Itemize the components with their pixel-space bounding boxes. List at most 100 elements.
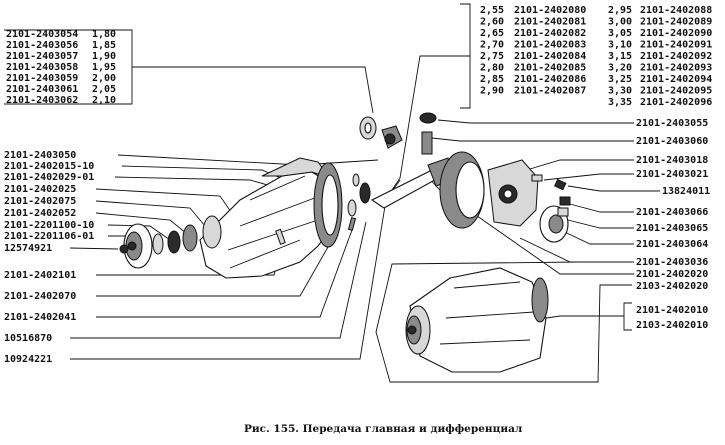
leader-13824011 xyxy=(567,185,660,192)
shim-right-size: 2,65 xyxy=(480,28,504,39)
part-label-left: 2101-2402025 xyxy=(4,184,76,195)
shim-left-size: 1,80 xyxy=(92,29,116,40)
leader-2101-2402020 xyxy=(424,173,634,275)
leader-right-shims xyxy=(387,55,470,197)
shim-left-size: 2,10 xyxy=(92,95,116,106)
leader-2101-2403060 xyxy=(431,137,634,142)
shim-left-size: 2,00 xyxy=(92,73,116,84)
washer-part xyxy=(347,199,357,217)
shim-right-size: 3,00 xyxy=(608,17,632,28)
shim-right-part-number: 2101-2402094 xyxy=(640,74,712,85)
lock-plate-part xyxy=(554,178,567,191)
shim-right-part-number: 2101-2402080 xyxy=(514,5,586,16)
leader-2101-2403055 xyxy=(437,119,634,124)
part-label-right: 2101-2403064 xyxy=(636,239,708,250)
shim-right-size: 3,35 xyxy=(608,97,632,108)
shim-right-part-number: 2101-2402083 xyxy=(514,40,586,51)
part-label-left: 2101-2403050 xyxy=(4,150,76,161)
shim-left-size: 1,85 xyxy=(92,40,116,51)
shim-right-size: 2,95 xyxy=(608,5,632,16)
leader-2101-2201100-10 xyxy=(107,224,171,241)
right-label-column: 2101-2403055 2101-2403060 2101-2403018 2101… xyxy=(636,118,710,331)
shim-left-part-number: 2101-2403058 xyxy=(6,62,78,73)
shim-right-size: 3,05 xyxy=(608,28,632,39)
shim-right-size: 2,75 xyxy=(480,51,504,62)
shim-right-part-number: 2101-2402089 xyxy=(640,17,712,28)
part-label-right: 2101-2403036 xyxy=(636,257,708,268)
part-label-right: 2101-2403065 xyxy=(636,223,708,234)
figure-caption: Рис. 155. Передача главная и дифференциа… xyxy=(244,423,523,435)
outline-lower-assembly xyxy=(375,261,632,383)
spacer-sleeve-part xyxy=(182,224,198,252)
bolt-part xyxy=(275,228,286,245)
parts xyxy=(119,112,571,373)
shim-left-part-number: 2101-2403062 xyxy=(6,95,78,106)
shim-right-part-number: 2101-2402085 xyxy=(514,63,586,74)
shim-right-size: 3,25 xyxy=(608,74,632,85)
shim-left-size: 2,05 xyxy=(92,84,116,95)
part-label-left: 2101-2402070 xyxy=(4,291,76,302)
leader-2101-2403066 xyxy=(569,203,634,213)
shim-right-size: 3,10 xyxy=(608,40,632,51)
shim-right-part-number: 2101-2402090 xyxy=(640,28,712,39)
part-label-left: 2101-2402015-10 xyxy=(4,161,94,172)
shim-right-part-number: 2101-2402087 xyxy=(514,86,586,97)
part-label-left: 10924221 xyxy=(4,354,52,365)
part-label-right: 2101-2403060 xyxy=(636,136,708,147)
part-label-right: 2101-2402010 xyxy=(636,305,708,316)
leader-2101-2402070 xyxy=(96,239,333,297)
shim-right-part-number: 2101-2402081 xyxy=(514,17,586,28)
shim-right-part-number: 2101-2402091 xyxy=(640,40,712,51)
satellite-axle-part xyxy=(531,174,543,182)
assembled-reduction-gear-part xyxy=(409,267,547,373)
shim-right-size: 2,60 xyxy=(480,17,504,28)
part-label-left: 2101-2201106-01 xyxy=(4,231,94,242)
shim-right-size: 2,55 xyxy=(480,5,504,16)
leader-12574921 xyxy=(69,247,119,250)
leader-2101-2402025 xyxy=(95,188,239,223)
shim-right-size: 3,15 xyxy=(608,51,632,62)
part-label-left: 2101-2402075 xyxy=(4,196,76,207)
shim-right-size: 3,30 xyxy=(608,86,632,97)
shim-table-right: 2,55 2101-2402080 2,60 2101-2402081 2,65 2101… xyxy=(480,5,712,108)
leader-10516870 xyxy=(70,221,367,339)
shim-left-part-number: 2101-2403054 xyxy=(6,29,78,40)
part-label-left: 10516870 xyxy=(4,333,52,344)
flange-nut-part xyxy=(119,244,129,254)
shim-left-part-number: 2101-2403059 xyxy=(6,73,78,84)
oil-seal-part xyxy=(167,230,181,254)
shim-right-part-number: 2101-2402084 xyxy=(514,51,586,62)
shim-left-size: 1,95 xyxy=(92,62,116,73)
left-label-column: 2101-24030502101-2402015-102101-2402029-… xyxy=(4,150,94,365)
adjusting-nut-part xyxy=(559,196,571,206)
part-label-right: 13824011 xyxy=(662,186,710,197)
part-label-left: 2101-2201100-10 xyxy=(4,220,94,231)
spacer-part xyxy=(421,131,433,155)
shim-left-size: 1,90 xyxy=(92,51,116,62)
shim-right-size: 2,70 xyxy=(480,40,504,51)
leader-2101-2402041 xyxy=(96,229,353,318)
shim-right-size: 3,20 xyxy=(608,63,632,74)
shim-right-part-number: 2101-2402086 xyxy=(514,74,586,85)
part-label-right: 2101-2403055 xyxy=(636,118,708,129)
shim-right-size: 2,85 xyxy=(480,74,504,85)
shim-right-size: 2,90 xyxy=(480,86,504,97)
shim-left-part-number: 2101-2403061 xyxy=(6,84,78,95)
leader-2101-2403018 xyxy=(519,159,634,173)
part-label-left: 2101-2402101 xyxy=(4,270,76,281)
part-label-right: 2101-2403018 xyxy=(636,155,708,166)
drive-pinion-part xyxy=(370,169,444,209)
shim-right-size: 2,80 xyxy=(480,63,504,74)
thrust-washer-part xyxy=(419,112,437,124)
leader-2101-2402075 xyxy=(95,200,211,233)
leader-2101-2403050 xyxy=(117,154,379,166)
part-label-left: 2101-2402041 xyxy=(4,312,76,323)
leader-left-shims xyxy=(132,66,374,114)
shim-right-part-number: 2101-2402088 xyxy=(640,5,712,16)
leader-2101-2403065 xyxy=(559,217,634,229)
part-label-left: 2101-2402052 xyxy=(4,208,76,219)
part-label-right: 2101-2403021 xyxy=(636,169,708,180)
